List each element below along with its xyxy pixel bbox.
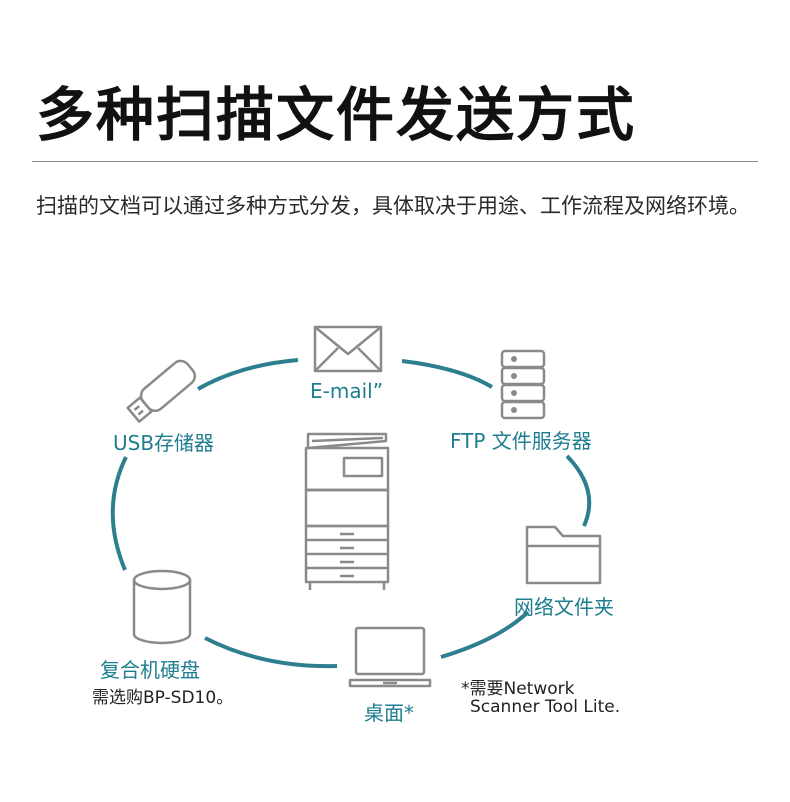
page-title: 多种扫描文件发送方式 bbox=[36, 81, 637, 149]
arc-hdd-usb bbox=[110, 456, 128, 571]
folder-icon bbox=[525, 525, 602, 585]
arc-usb-email bbox=[197, 358, 299, 391]
envelope-icon bbox=[313, 325, 383, 373]
label-usb-storage: USB存储器 bbox=[113, 431, 215, 455]
hard-disk-icon bbox=[132, 569, 192, 645]
description-text: 扫描的文档可以通过多种方式分发，具体取决于用途、工作流程及网络环境。 bbox=[36, 194, 750, 218]
arc-folder-desktop bbox=[440, 610, 530, 659]
label-ftp-server: FTP 文件服务器 bbox=[450, 429, 592, 453]
label-mfp-hard-disk: 复合机硬盘 bbox=[100, 658, 200, 682]
label-network-folder: 网络文件夹 bbox=[514, 595, 614, 619]
arc-email-ftp bbox=[401, 359, 494, 389]
hard-disk-option-note: 需选购BP-SD10。 bbox=[92, 688, 234, 708]
usb-drive-icon bbox=[126, 359, 197, 423]
footnote-line-2: Scanner Tool Lite. bbox=[470, 697, 621, 717]
title-divider bbox=[32, 161, 758, 162]
footnote-line-1: *需要Network bbox=[461, 679, 575, 699]
multifunction-printer-icon bbox=[304, 432, 390, 590]
server-icon bbox=[500, 349, 546, 420]
connection-ring bbox=[110, 358, 592, 669]
arc-desktop-hdd bbox=[204, 636, 338, 669]
arc-ftp-folder bbox=[565, 454, 592, 527]
label-desktop: 桌面* bbox=[364, 701, 414, 725]
laptop-icon bbox=[348, 626, 432, 688]
label-email: E-mail” bbox=[310, 379, 384, 403]
